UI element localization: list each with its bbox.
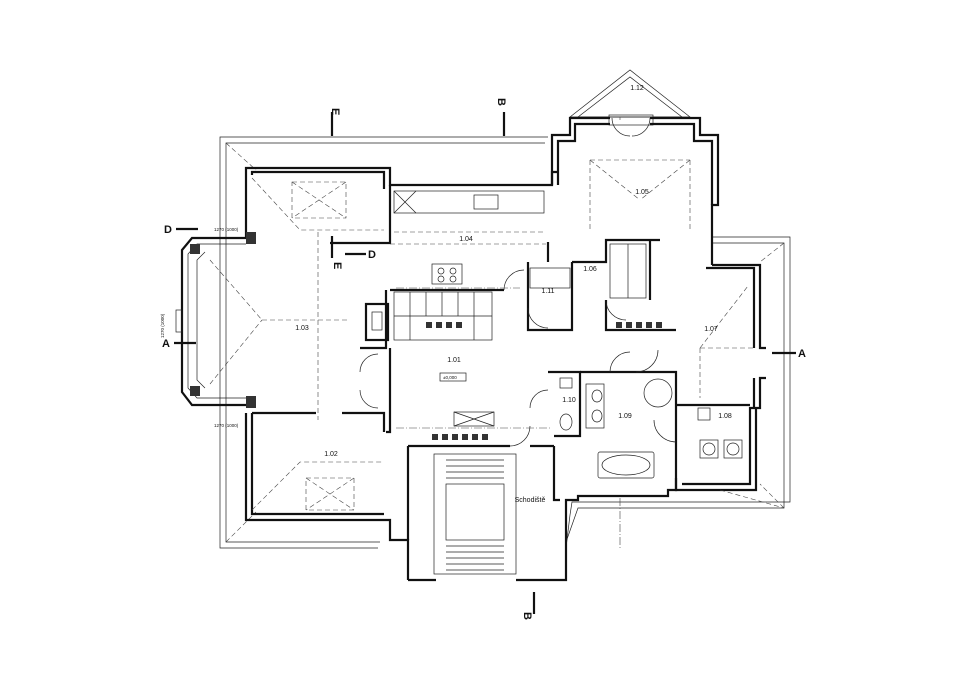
section-markers: A A D D E E B B [162, 98, 806, 620]
room-104-label: 1.04 [459, 236, 473, 243]
window-dim-top: 1270 (1000) [214, 227, 239, 232]
section-e-top: E [329, 108, 341, 115]
exterior-walls [244, 116, 766, 582]
section-b-top: B [495, 98, 507, 106]
section-d-left: D [164, 224, 172, 236]
section-d-mid: D [368, 249, 376, 261]
room-labels: 1.01 1.02 1.03 1.04 1.05 1.06 1.07 1.08 … [295, 85, 732, 504]
room-101-label: 1.01 [447, 357, 461, 364]
level-mark: ±0,000 [443, 375, 457, 380]
room-107-label: 1.07 [704, 326, 718, 333]
room-103-label: 1.03 [295, 325, 309, 332]
dimension-notes: 1270 (1000) 1270 (1000) 1270 (1000) ±0,0… [160, 227, 467, 428]
stair-tower [433, 453, 517, 575]
window-dim-side: 1270 (1000) [160, 313, 165, 338]
room-105-label: 1.05 [635, 189, 649, 196]
doors [359, 117, 677, 447]
section-a-left: A [162, 338, 170, 350]
room-110-label: 1.10 [562, 397, 576, 404]
room-102-label: 1.02 [324, 451, 338, 458]
section-b-bottom: B [521, 612, 533, 620]
fixtures [364, 190, 743, 479]
bay-103 [175, 232, 256, 408]
window-dim-bottom: 1270 (1000) [214, 423, 239, 428]
ceiling-lines [209, 159, 785, 550]
room-111-label: 1.11 [541, 288, 554, 295]
roof-outline [219, 136, 791, 549]
room-106-label: 1.06 [583, 266, 597, 273]
room-112-label: 1.12 [630, 85, 644, 92]
bay-112 [568, 69, 692, 126]
stairs-label: Schodiště [515, 497, 546, 504]
section-e-mid: E [331, 262, 343, 269]
interior-walls [252, 185, 750, 478]
room-108-label: 1.08 [718, 413, 732, 420]
section-a-right: A [798, 348, 806, 360]
room-109-label: 1.09 [618, 413, 632, 420]
